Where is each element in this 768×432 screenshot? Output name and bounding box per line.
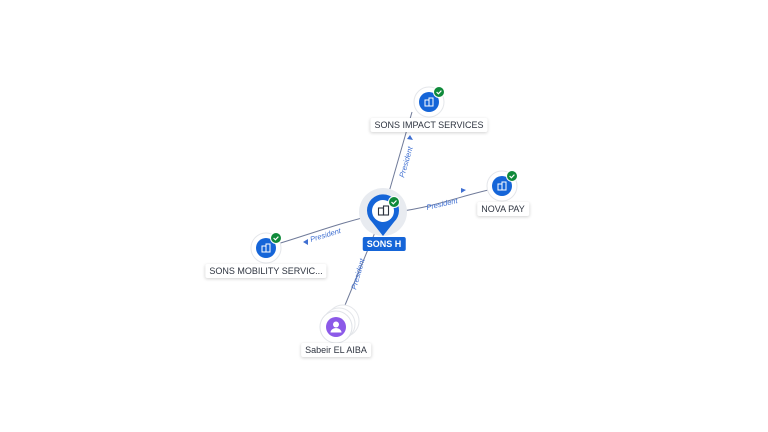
verified-check-icon bbox=[388, 196, 400, 208]
arrow-sons-mobility bbox=[303, 239, 308, 245]
building-icon bbox=[424, 97, 434, 107]
building-icon bbox=[497, 181, 507, 191]
verified-check-icon bbox=[270, 232, 282, 244]
arrow-sons-impact bbox=[407, 135, 413, 140]
node-label-nova-pay[interactable]: NOVA PAY bbox=[477, 202, 529, 216]
building-icon bbox=[261, 243, 271, 253]
node-label-sons-mobility[interactable]: SONS MOBILITY SERVIC... bbox=[205, 264, 327, 278]
center-node-label[interactable]: SONS H bbox=[362, 237, 406, 251]
node-sabeir[interactable] bbox=[319, 304, 360, 344]
edge-label-sons-impact: President bbox=[397, 145, 415, 179]
verified-check-icon bbox=[506, 170, 518, 182]
node-label-sabeir[interactable]: Sabeir EL AIBA bbox=[301, 343, 371, 357]
node-label-sons-impact[interactable]: SONS IMPACT SERVICES bbox=[370, 118, 488, 132]
edge-label-sabeir: President bbox=[349, 257, 367, 291]
node-sons-mobility[interactable] bbox=[250, 232, 282, 264]
edge-label-nova-pay: President bbox=[425, 196, 459, 212]
center-node[interactable] bbox=[359, 188, 407, 236]
node-sons-impact[interactable] bbox=[413, 86, 445, 118]
verified-check-icon bbox=[433, 86, 445, 98]
person-icon bbox=[330, 321, 342, 333]
building-icon bbox=[377, 205, 390, 216]
arrow-nova-pay bbox=[461, 188, 466, 193]
node-nova-pay[interactable] bbox=[486, 170, 518, 202]
